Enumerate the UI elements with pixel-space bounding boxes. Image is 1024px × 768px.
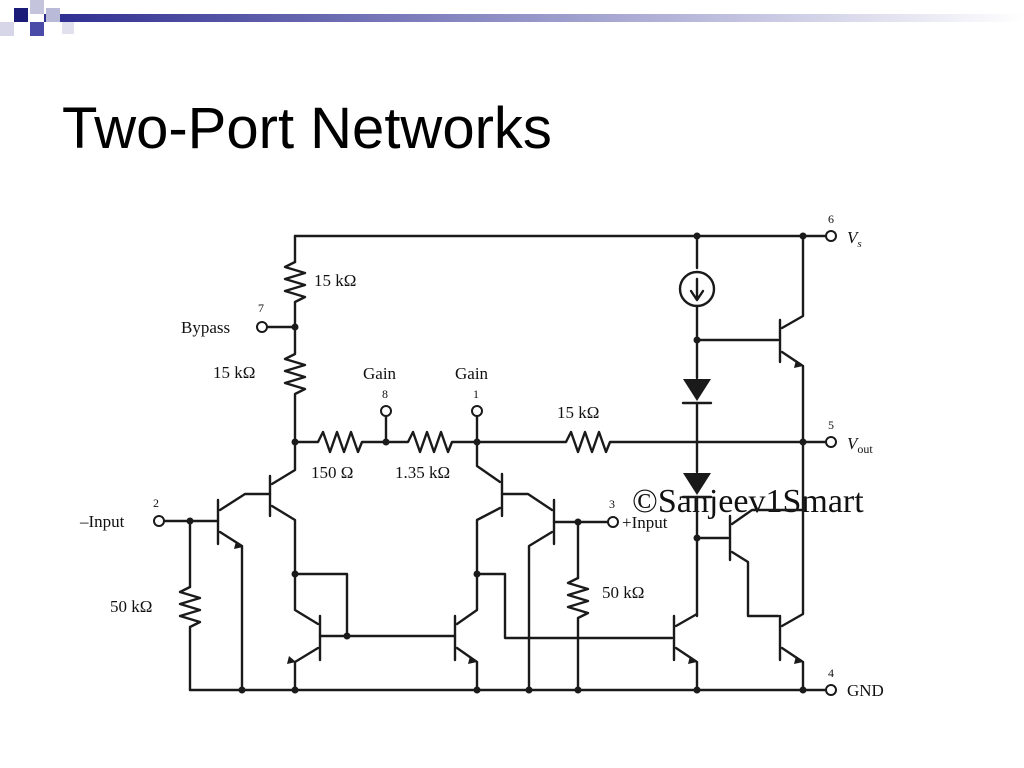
resistor-150 <box>293 430 388 454</box>
q9-emitter <box>730 440 805 526</box>
pin-num-gain8: 8 <box>382 387 388 401</box>
q7-emitter <box>674 646 699 692</box>
q10-arrow <box>794 656 803 664</box>
q5-arrow <box>287 656 296 664</box>
q3-to-q4 <box>500 492 554 512</box>
diode-lower <box>683 473 711 495</box>
label-r-top: 15 kΩ <box>314 271 356 290</box>
pin-num-neg-input: 2 <box>153 496 159 510</box>
q6-emitter <box>455 646 479 692</box>
terminal-gain8 <box>380 405 392 417</box>
q5-collector <box>293 572 320 626</box>
q6-collector <box>455 572 479 626</box>
terminal-vout <box>825 436 837 448</box>
q1-arrow <box>234 541 243 549</box>
q1-collector <box>218 530 244 692</box>
pin-label-vout: Vout <box>847 434 873 456</box>
pin-label-pos-input: +Input <box>622 513 668 532</box>
q10-collector <box>780 508 805 628</box>
header-square <box>46 8 60 22</box>
pin-label-bypass: Bypass <box>181 318 230 337</box>
resistor-bypass <box>283 325 307 444</box>
resistor-50k-right <box>566 576 590 692</box>
mirror-left-link <box>293 572 349 638</box>
label-r-135: 1.35 kΩ <box>395 463 450 482</box>
junction-dots <box>186 232 807 694</box>
label-r-50k-right: 50 kΩ <box>602 583 644 602</box>
header-square <box>14 8 28 22</box>
q10-emitter <box>780 646 805 692</box>
q7-collector <box>674 612 699 628</box>
slide-title: Two-Port Networks <box>62 96 552 161</box>
q3-collector <box>475 506 502 576</box>
q8-arrow <box>794 360 803 368</box>
q3-emitter <box>475 440 502 484</box>
q8-collector <box>780 234 805 330</box>
q9-collector <box>730 550 780 618</box>
header-square <box>30 22 44 36</box>
pin-num-pos-input: 3 <box>609 497 615 511</box>
pin-label-gain8: Gain <box>363 364 397 383</box>
terminal-vs <box>825 230 837 242</box>
current-source-arrow <box>689 277 705 302</box>
terminal-gnd <box>825 684 837 696</box>
q7-arrow <box>688 656 697 664</box>
label-r-150: 150 Ω <box>311 463 353 482</box>
header-square <box>0 0 14 14</box>
label-r-feedback: 15 kΩ <box>557 403 599 422</box>
resistor-top <box>283 260 307 329</box>
q6-arrow <box>468 656 477 664</box>
q4-collector <box>527 530 554 692</box>
header-bar <box>44 14 1024 22</box>
resistor-50k-left <box>178 585 202 692</box>
mirror-right-link <box>475 572 674 640</box>
resistor-135 <box>384 430 479 454</box>
header-square <box>62 22 74 34</box>
pin-num-gnd: 4 <box>828 666 834 680</box>
label-r-bypass: 15 kΩ <box>213 363 255 382</box>
pin-label-vs: Vs <box>847 228 862 250</box>
terminal-neg-input <box>153 515 165 527</box>
q1-to-q2 <box>218 492 272 512</box>
q2-collector <box>270 504 297 576</box>
terminal-bypass <box>256 321 268 333</box>
terminal-gain1 <box>471 405 483 417</box>
q2-emitter <box>270 440 297 486</box>
pin-label-neg-input: –Input <box>79 512 125 531</box>
pin-label-gnd: GND <box>847 681 884 700</box>
pin-num-bypass: 7 <box>258 301 264 315</box>
diode-upper <box>683 379 711 401</box>
feedback-wire <box>475 430 827 454</box>
pin-num-gain1: 1 <box>473 387 479 401</box>
pin-label-gain1: Gain <box>455 364 489 383</box>
header-square <box>0 22 14 36</box>
pin-num-vs: 6 <box>828 212 834 226</box>
header-square <box>30 0 44 14</box>
terminal-pos-input <box>607 516 619 528</box>
slide-header-decoration <box>0 0 1024 36</box>
q5-emitter <box>293 646 320 692</box>
label-r-50k-left: 50 kΩ <box>110 597 152 616</box>
pin-num-vout: 5 <box>828 418 834 432</box>
